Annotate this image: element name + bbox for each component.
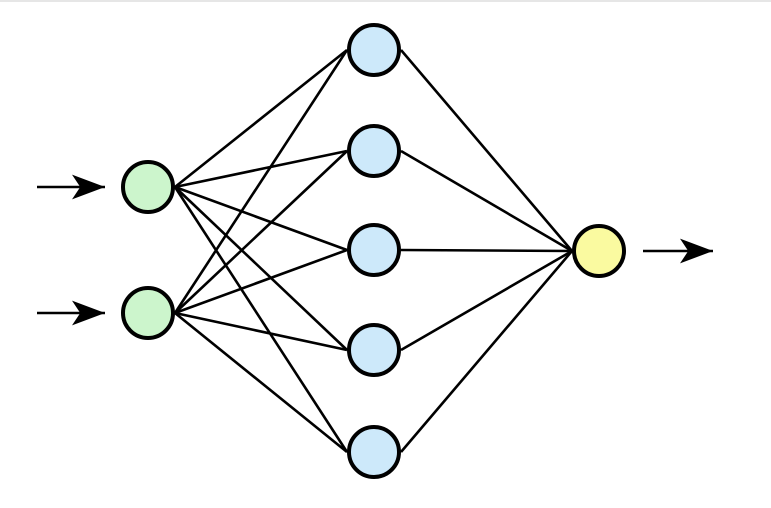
edge-input-2-hidden-5 xyxy=(174,311,348,454)
input-1-node xyxy=(121,160,175,214)
hidden-4-node xyxy=(347,323,401,377)
edges-group xyxy=(173,48,573,454)
edge-hidden-1-output-1 xyxy=(400,49,573,252)
edge-hidden-3-output-1 xyxy=(400,248,573,253)
top-border-line xyxy=(0,0,771,2)
edge-input-1-hidden-2 xyxy=(174,149,348,189)
edge-hidden-4-output-1 xyxy=(400,249,573,352)
input-2-node xyxy=(121,286,175,340)
edge-hidden-2-output-1 xyxy=(400,149,573,253)
edge-input-2-hidden-3 xyxy=(174,248,348,315)
arrows-group xyxy=(37,174,713,326)
edge-input-2-hidden-2 xyxy=(174,150,348,314)
hidden-1-node xyxy=(347,23,401,77)
nodes-group xyxy=(121,23,626,479)
edge-hidden-5-output-1 xyxy=(400,250,573,453)
edge-input-1-hidden-4 xyxy=(174,186,348,351)
edge-input-2-hidden-1 xyxy=(173,49,349,314)
edge-input-1-hidden-5 xyxy=(173,186,349,453)
edge-input-1-hidden-1 xyxy=(174,48,348,189)
hidden-3-node xyxy=(347,223,401,277)
edge-input-2-hidden-4 xyxy=(174,311,348,352)
hidden-5-node xyxy=(347,425,401,479)
edge-input-1-hidden-3 xyxy=(174,185,348,252)
hidden-2-node xyxy=(347,124,401,178)
output-1-node xyxy=(572,224,626,278)
